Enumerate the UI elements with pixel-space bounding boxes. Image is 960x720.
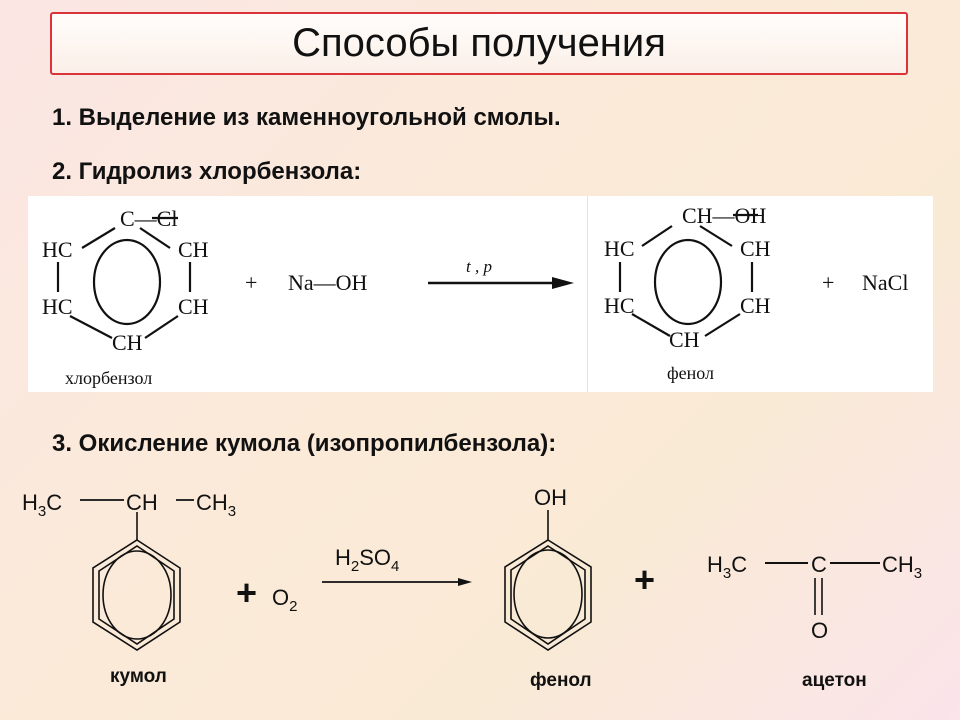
sodium-hydroxide: Na—OH — [288, 270, 368, 295]
cumene-left-methyl: H3C — [22, 490, 62, 520]
phenol-structure — [618, 213, 758, 337]
phenol-benzene-ring — [504, 510, 592, 651]
chlorobenzene-top: C—Cl — [120, 206, 177, 231]
method-3: 3. Окисление кумола (изопропилбензола): — [52, 430, 557, 457]
acetone-oxygen: O — [811, 618, 828, 643]
chlorobenzene-bottom: CH — [112, 330, 143, 355]
chlorobenzene-label: хлорбензол — [65, 368, 152, 388]
phenol-hc1: HC — [604, 236, 635, 261]
method-2: 2. Гидролиз хлорбензола: — [52, 158, 362, 185]
reaction-conditions: t , p — [466, 257, 492, 276]
reaction-arrow — [322, 578, 472, 586]
acetone-label: ацетон — [802, 670, 867, 691]
acetone-carbonyl-carbon: C — [811, 552, 827, 577]
phenol-top: CH—OH — [682, 203, 766, 228]
cumene-ch: CH — [126, 490, 158, 515]
method-1: 1. Выделение из каменноугольной смолы. — [52, 104, 561, 131]
plus-sign: + — [634, 559, 655, 600]
slide-title: Способы получения — [50, 12, 908, 75]
phenol-label: фенол — [667, 363, 714, 383]
oxygen: O2 — [272, 585, 297, 615]
sodium-chloride: NaCl — [862, 270, 908, 295]
reaction-arrow — [428, 277, 574, 289]
phenol-label: фенол — [530, 670, 592, 691]
carbonyl-double-bond — [814, 578, 823, 615]
panel-divider — [587, 196, 588, 392]
chlorobenzene-hc2: HC — [42, 294, 73, 319]
phenol-ch1: CH — [740, 236, 771, 261]
chlorobenzene-hc1: HC — [42, 237, 73, 262]
plus-sign: + — [236, 572, 257, 613]
plus-sign: + — [822, 270, 834, 295]
sulfuric-acid-catalyst: H2SO4 — [335, 545, 399, 575]
hydrolysis-reaction-panel — [28, 196, 933, 392]
phenol-hc2: HC — [604, 293, 635, 318]
acetone-left-methyl: H3C — [707, 552, 747, 582]
chlorobenzene-ch2: CH — [178, 294, 209, 319]
phenol-oh: OH — [534, 485, 567, 510]
phenol-bottom: CH — [669, 327, 700, 352]
chlorobenzene-ch1: CH — [178, 237, 209, 262]
cumene-right-methyl: CH3 — [196, 490, 236, 520]
plus-sign: + — [245, 270, 257, 295]
acetone-right-methyl: CH3 — [882, 552, 922, 582]
cumene-benzene-ring — [92, 512, 181, 651]
cumene-label: кумол — [110, 666, 167, 687]
chlorobenzene-structure — [56, 216, 192, 339]
phenol-ch2: CH — [740, 293, 771, 318]
